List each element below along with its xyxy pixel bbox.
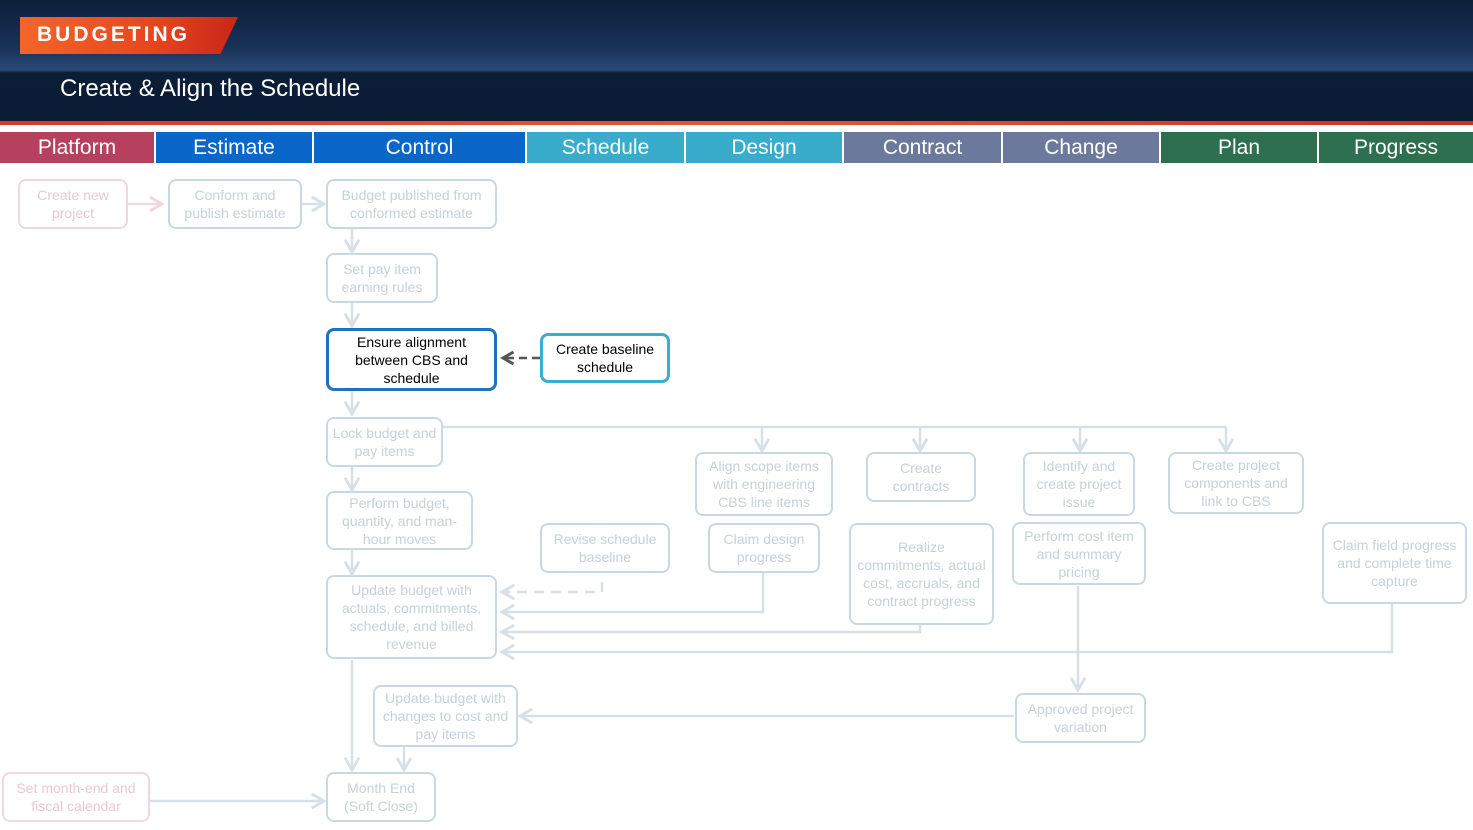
node-align-scope: Align scope items with engineering CBS l…: [695, 452, 833, 516]
node-lock-budget: Lock budget and pay items: [326, 417, 443, 467]
node-claim-field: Claim field progress and complete time c…: [1322, 522, 1467, 604]
node-identify-issue: Identify and create project issue: [1023, 452, 1135, 516]
node-create-baseline[interactable]: Create baseline schedule: [540, 333, 670, 383]
module-tabs: Platform Estimate Control Schedule Desig…: [0, 132, 1473, 163]
section-tag: BUDGETING: [20, 17, 238, 54]
node-set-calendar: Set month-end and fiscal calendar: [2, 772, 150, 822]
node-claim-design: Claim design progress: [708, 523, 820, 573]
header-bar: BUDGETING Create & Align the Schedule: [0, 0, 1473, 121]
node-conform-estimate: Conform and publish estimate: [168, 179, 302, 229]
tab-contract[interactable]: Contract: [844, 132, 1003, 163]
tab-schedule[interactable]: Schedule: [527, 132, 686, 163]
node-realize-commitments: Realize commitments, actual cost, accrua…: [849, 523, 994, 625]
header-divider: [0, 121, 1473, 125]
node-budget-published: Budget published from conformed estimate: [326, 179, 497, 229]
connector-realize-to-update: [499, 623, 922, 641]
tab-design[interactable]: Design: [686, 132, 844, 163]
tab-plan[interactable]: Plan: [1161, 132, 1319, 163]
node-update-changes: Update budget with changes to cost and p…: [373, 685, 518, 747]
tab-change[interactable]: Change: [1003, 132, 1161, 163]
connector-revise-to-update: [499, 582, 604, 601]
node-create-components: Create project components and link to CB…: [1168, 452, 1304, 514]
node-month-end: Month End (Soft Close): [326, 772, 436, 822]
tab-progress[interactable]: Progress: [1319, 132, 1473, 163]
node-approved-variation: Approved project variation: [1015, 693, 1146, 743]
tab-control[interactable]: Control: [314, 132, 527, 163]
connector-claimfield-to-update: [499, 604, 1394, 661]
node-update-budget: Update budget with actuals, commitments,…: [326, 575, 497, 659]
tab-estimate[interactable]: Estimate: [156, 132, 314, 163]
page-title: Create & Align the Schedule: [60, 75, 361, 102]
node-revise-baseline: Revise schedule baseline: [540, 523, 670, 573]
node-create-contracts: Create contracts: [866, 452, 976, 502]
node-ensure-alignment[interactable]: Ensure alignment between CBS and schedul…: [326, 328, 497, 391]
node-set-pay-rules: Set pay item earning rules: [326, 253, 438, 303]
tab-platform[interactable]: Platform: [0, 132, 156, 163]
connector-claim-design-to-update: [499, 572, 765, 621]
node-perform-moves: Perform budget, quantity, and man-hour m…: [326, 491, 473, 550]
node-create-project: Create new project: [18, 179, 128, 229]
node-perform-pricing: Perform cost item and summary pricing: [1012, 522, 1146, 585]
section-tag-label: BUDGETING: [37, 23, 190, 46]
